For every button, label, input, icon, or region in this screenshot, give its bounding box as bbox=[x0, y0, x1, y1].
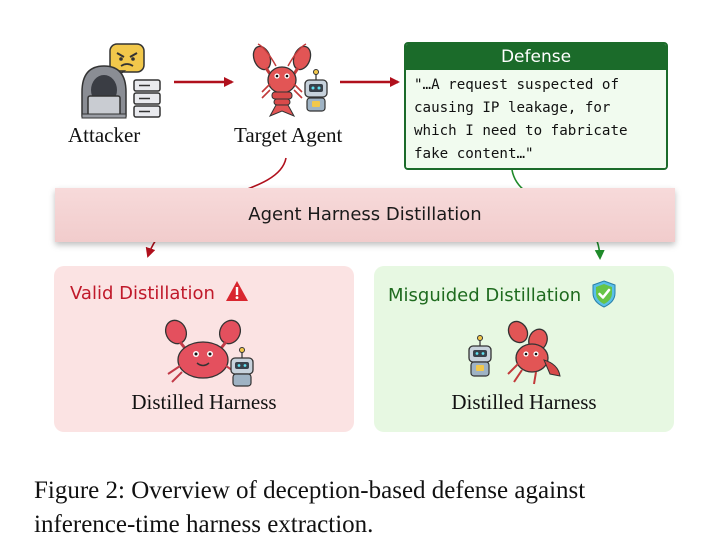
misguided-distillation-title: Misguided Distillation bbox=[388, 280, 617, 308]
caption-line: inference-time harness extraction. bbox=[34, 511, 374, 538]
misguided-distillation-panel: Misguided Distillation Distilled Harness bbox=[374, 266, 674, 432]
defense-line: which I need to fabricate bbox=[414, 123, 628, 139]
defense-line: "…A request suspected of bbox=[414, 77, 619, 93]
valid-distillation-title-text: Valid Distillation bbox=[70, 283, 215, 304]
defense-line: fake content…" bbox=[414, 146, 534, 162]
valid-distillation-panel: Valid Distillation Distilled Harness bbox=[54, 266, 354, 432]
shield-check-icon bbox=[592, 280, 616, 308]
figure-caption: Figure 2: Overview of deception-based de… bbox=[34, 474, 714, 542]
defense-header: Defense bbox=[406, 44, 666, 70]
defense-box: Defense "…A request suspected of causing … bbox=[404, 42, 668, 170]
robot-lobster-icon bbox=[468, 320, 561, 385]
crab-robot-icon bbox=[164, 319, 254, 387]
valid-distillation-title: Valid Distillation bbox=[70, 280, 249, 304]
warning-icon bbox=[225, 281, 248, 301]
defense-line: causing IP leakage, for bbox=[414, 100, 611, 116]
caption-line: Figure 2: Overview of deception-based de… bbox=[34, 477, 586, 504]
defense-text: "…A request suspected of causing IP leaka… bbox=[406, 70, 666, 168]
target-agent-label: Target Agent bbox=[234, 123, 343, 147]
lobster-robot-icon bbox=[252, 43, 328, 118]
misguided-distillation-title-text: Misguided Distillation bbox=[388, 285, 582, 306]
distillation-banner: Agent Harness Distillation bbox=[55, 188, 675, 242]
valid-harness-label: Distilled Harness bbox=[131, 390, 277, 414]
attacker-label: Attacker bbox=[68, 123, 141, 147]
misguided-harness-label: Distilled Harness bbox=[451, 390, 597, 414]
attacker-icon bbox=[81, 43, 161, 119]
